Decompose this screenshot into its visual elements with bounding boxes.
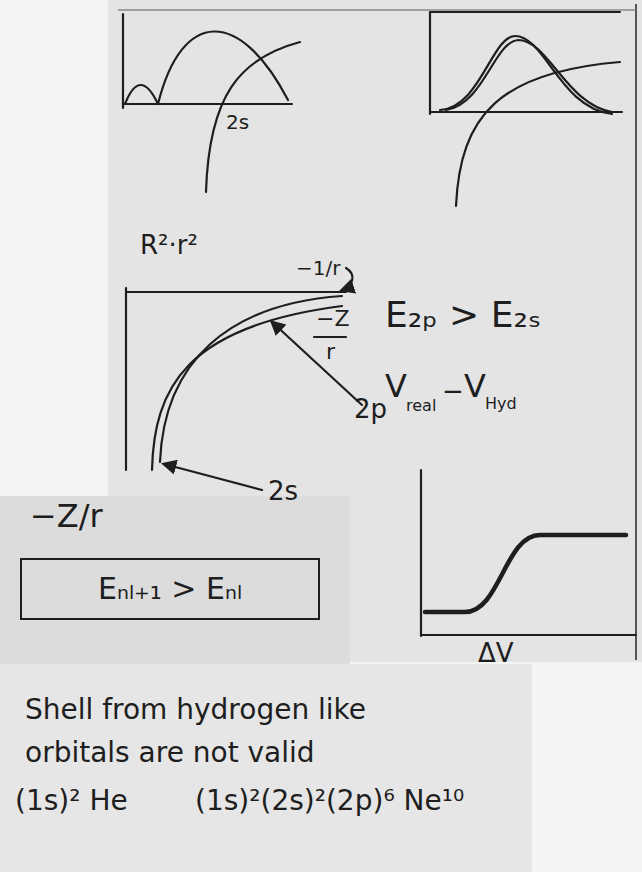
axis-line: [125, 288, 127, 470]
potential-curve: [206, 42, 300, 192]
board-writing: −: [442, 378, 464, 405]
radial-curve: [125, 85, 158, 104]
board-writing: −Z/r: [30, 500, 103, 534]
potential-curve: [152, 306, 342, 470]
board-panel: [0, 664, 532, 872]
formula-text: Eₙₗ₊₁ > Eₙₗ: [98, 573, 242, 605]
board-edge: [118, 9, 636, 11]
step-curve: [425, 535, 626, 612]
board-writing: R²·r²: [140, 232, 198, 259]
axis-line: [429, 12, 431, 114]
board-writing: r: [326, 340, 335, 363]
potential-curve: [160, 296, 342, 462]
radial-curve: [158, 31, 288, 104]
board-writing: ΔV: [478, 640, 514, 667]
axis-line: [122, 14, 124, 108]
board-writing: Hyd: [485, 396, 517, 413]
axis-line: [430, 111, 622, 113]
fraction-bar: [314, 336, 346, 338]
formula-box: Eₙₗ₊₁ > Eₙₗ: [20, 558, 320, 620]
axis-line: [420, 470, 422, 636]
board-writing: 2s: [226, 112, 249, 133]
board-panel: [0, 496, 350, 666]
board-writing: 2p: [354, 396, 387, 423]
board-writing: −1/r: [296, 258, 340, 279]
potential-curve: [456, 62, 620, 206]
board-writing: (1s)² He: [15, 786, 128, 815]
radial-curve: [440, 36, 612, 114]
board-writing: Shell from hydrogen like orbitals are no…: [25, 688, 470, 775]
board-writing: V: [464, 370, 486, 404]
pointer-arrow: [342, 268, 352, 290]
axis-line: [430, 11, 620, 13]
board-writing: (1s)²(2s)²(2p)⁶ Ne¹⁰: [195, 786, 464, 815]
board-writing: 2s: [268, 478, 298, 505]
board-writing: −Z: [316, 307, 350, 330]
radial-curve: [446, 40, 612, 112]
pointer-arrow: [272, 322, 362, 405]
axis-line: [126, 291, 346, 293]
board-writing: E₂ₚ > E₂ₛ: [385, 296, 541, 334]
board-writing: V: [385, 370, 407, 404]
board-edge: [635, 4, 637, 660]
axis-line: [421, 634, 636, 636]
pointer-arrow: [164, 464, 262, 490]
board-writing: real: [406, 398, 436, 415]
axis-line: [123, 103, 292, 105]
